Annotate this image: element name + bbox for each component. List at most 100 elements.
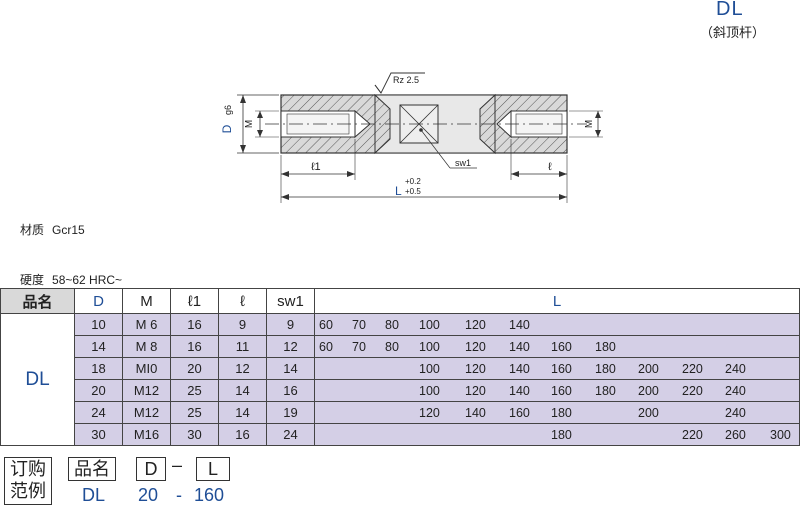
order-label-box: 订购 范例 (4, 457, 52, 505)
cell-L-values: 60 70 80 100 120 140 (314, 313, 800, 336)
order-label-bottom: 范例 (10, 481, 46, 501)
length-value: 180 (551, 406, 572, 420)
length-value: 120 (465, 318, 486, 332)
cell-l1: 30 (170, 423, 219, 446)
length-value: 220 (682, 428, 703, 442)
length-value: 240 (725, 406, 746, 420)
length-value: 260 (725, 428, 746, 442)
length-value: 100 (419, 318, 440, 332)
cell-d: 10 (74, 313, 123, 336)
cell-l: 14 (218, 379, 267, 402)
length-value: 70 (352, 340, 366, 354)
example-d: 20 (138, 485, 159, 505)
length-value: 200 (638, 384, 659, 398)
length-value: 160 (551, 362, 572, 376)
header-l: ℓ (218, 288, 267, 314)
hardness-value: 58~62 HRC~ (52, 273, 123, 287)
product-code-title: DL (716, 0, 744, 20)
L-dim-label: L (395, 184, 402, 198)
product-name-cell: DL (0, 313, 75, 446)
length-value: 180 (595, 340, 616, 354)
length-value: 220 (682, 362, 703, 376)
header-d: D (74, 288, 123, 314)
example-l: 160 (194, 485, 225, 505)
length-value: 240 (725, 384, 746, 398)
hardness-spec: 硬度 58~62 HRC~ (20, 271, 130, 288)
length-value: 160 (551, 384, 572, 398)
cell-L-values: 120 140 160 180 200 240 (314, 401, 800, 424)
length-value: 120 (465, 340, 486, 354)
length-value: 100 (419, 362, 440, 376)
cell-d: 20 (74, 379, 123, 402)
m-left-label: M (244, 120, 255, 128)
length-value: 80 (385, 318, 399, 332)
cell-l1: 20 (170, 357, 219, 380)
length-value: 70 (352, 318, 366, 332)
cell-m: M 6 (122, 313, 171, 336)
hardness-label: 硬度 (20, 273, 45, 287)
cell-d: 30 (74, 423, 123, 446)
cell-d: 18 (74, 357, 123, 380)
order-example: 订购 范例 品名 D – L DL 20 - 160 (0, 455, 800, 506)
length-value: 240 (725, 362, 746, 376)
m-right-label: M (584, 120, 595, 128)
product-subtitle: （斜顶杆） (700, 25, 766, 40)
d-label: D (220, 124, 234, 133)
cell-l1: 16 (170, 313, 219, 336)
material-value: Gcr15 (52, 223, 85, 237)
length-value: 180 (595, 362, 616, 376)
cell-d: 24 (74, 401, 123, 424)
length-value: 180 (551, 428, 572, 442)
order-dash: – (172, 455, 183, 475)
length-value: 160 (509, 406, 530, 420)
length-value: 140 (509, 318, 530, 332)
header-l1: ℓ1 (170, 288, 219, 314)
table-header-row: 品名 D M ℓ1 ℓ sw1 L (0, 288, 800, 314)
cell-l: 16 (218, 423, 267, 446)
order-name-box: 品名 (68, 457, 116, 481)
cell-l1: 25 (170, 401, 219, 424)
cell-m: M16 (122, 423, 171, 446)
cell-l1: 16 (170, 335, 219, 358)
length-value: 60 (319, 318, 333, 332)
technical-drawing: D g6 M M Rz 2.5 sw1 ℓ1 ℓ L +0.2 +0.5 (220, 72, 603, 203)
cell-L-values: 100 120 140 160 180 200 220 240 (314, 379, 800, 402)
l1-dim-label: ℓ1 (311, 161, 321, 173)
order-d-box: D (136, 457, 166, 481)
length-value: 60 (319, 340, 333, 354)
length-value: 200 (638, 406, 659, 420)
length-value: 120 (465, 362, 486, 376)
cell-m: MI0 (122, 357, 171, 380)
length-value: 180 (595, 384, 616, 398)
header-name: 品名 (0, 288, 75, 314)
sw1-label: sw1 (455, 158, 471, 168)
cell-l1: 25 (170, 379, 219, 402)
L-tol-lower: +0.5 (405, 187, 421, 196)
l-dim-label: ℓ (548, 161, 552, 173)
header-m: M (122, 288, 171, 314)
cell-sw1: 9 (266, 313, 315, 336)
length-value: 100 (419, 340, 440, 354)
length-value: 160 (551, 340, 572, 354)
cell-l: 9 (218, 313, 267, 336)
L-tol-upper: +0.2 (405, 177, 421, 186)
cell-l: 12 (218, 357, 267, 380)
length-value: 120 (419, 406, 440, 420)
length-value: 140 (465, 406, 486, 420)
length-value: 140 (509, 384, 530, 398)
length-value: 220 (682, 384, 703, 398)
length-value: 120 (465, 384, 486, 398)
d-tolerance-label: g6 (223, 105, 233, 115)
order-l-box: L (196, 457, 230, 481)
length-value: 100 (419, 384, 440, 398)
cell-m: M 8 (122, 335, 171, 358)
cell-sw1: 19 (266, 401, 315, 424)
header-L: L (314, 288, 800, 314)
order-label-top: 订购 (10, 459, 46, 479)
